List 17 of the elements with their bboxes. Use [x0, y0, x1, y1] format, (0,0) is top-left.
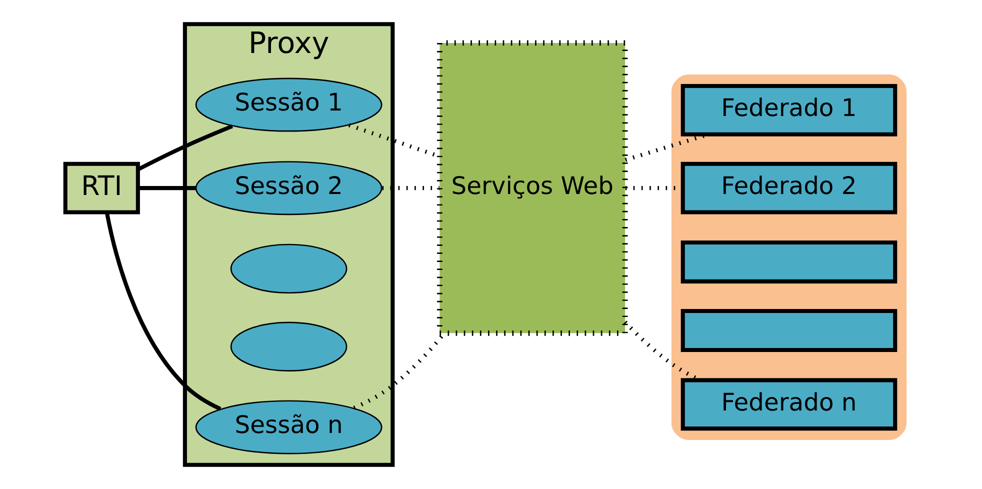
- node-box: [680, 240, 898, 284]
- connector: [137, 124, 234, 172]
- cluster: [671, 74, 907, 440]
- node-ellipse: [230, 244, 348, 294]
- node-ellipse: Sessão n: [195, 400, 382, 454]
- node-box: Federado 2: [680, 162, 898, 214]
- node-box: [680, 309, 898, 352]
- node-ellipse: Sessão 1: [195, 78, 382, 132]
- connector: [138, 186, 196, 190]
- node-box: Serviços Web: [436, 40, 628, 336]
- node-box: Federado 1: [680, 84, 898, 136]
- connector: [104, 212, 222, 411]
- node-box: Federado n: [680, 378, 898, 431]
- node-ellipse: Sessão 2: [195, 161, 382, 216]
- node-box: RTI: [63, 162, 140, 214]
- node-ellipse: [230, 322, 348, 372]
- connector: [382, 186, 440, 190]
